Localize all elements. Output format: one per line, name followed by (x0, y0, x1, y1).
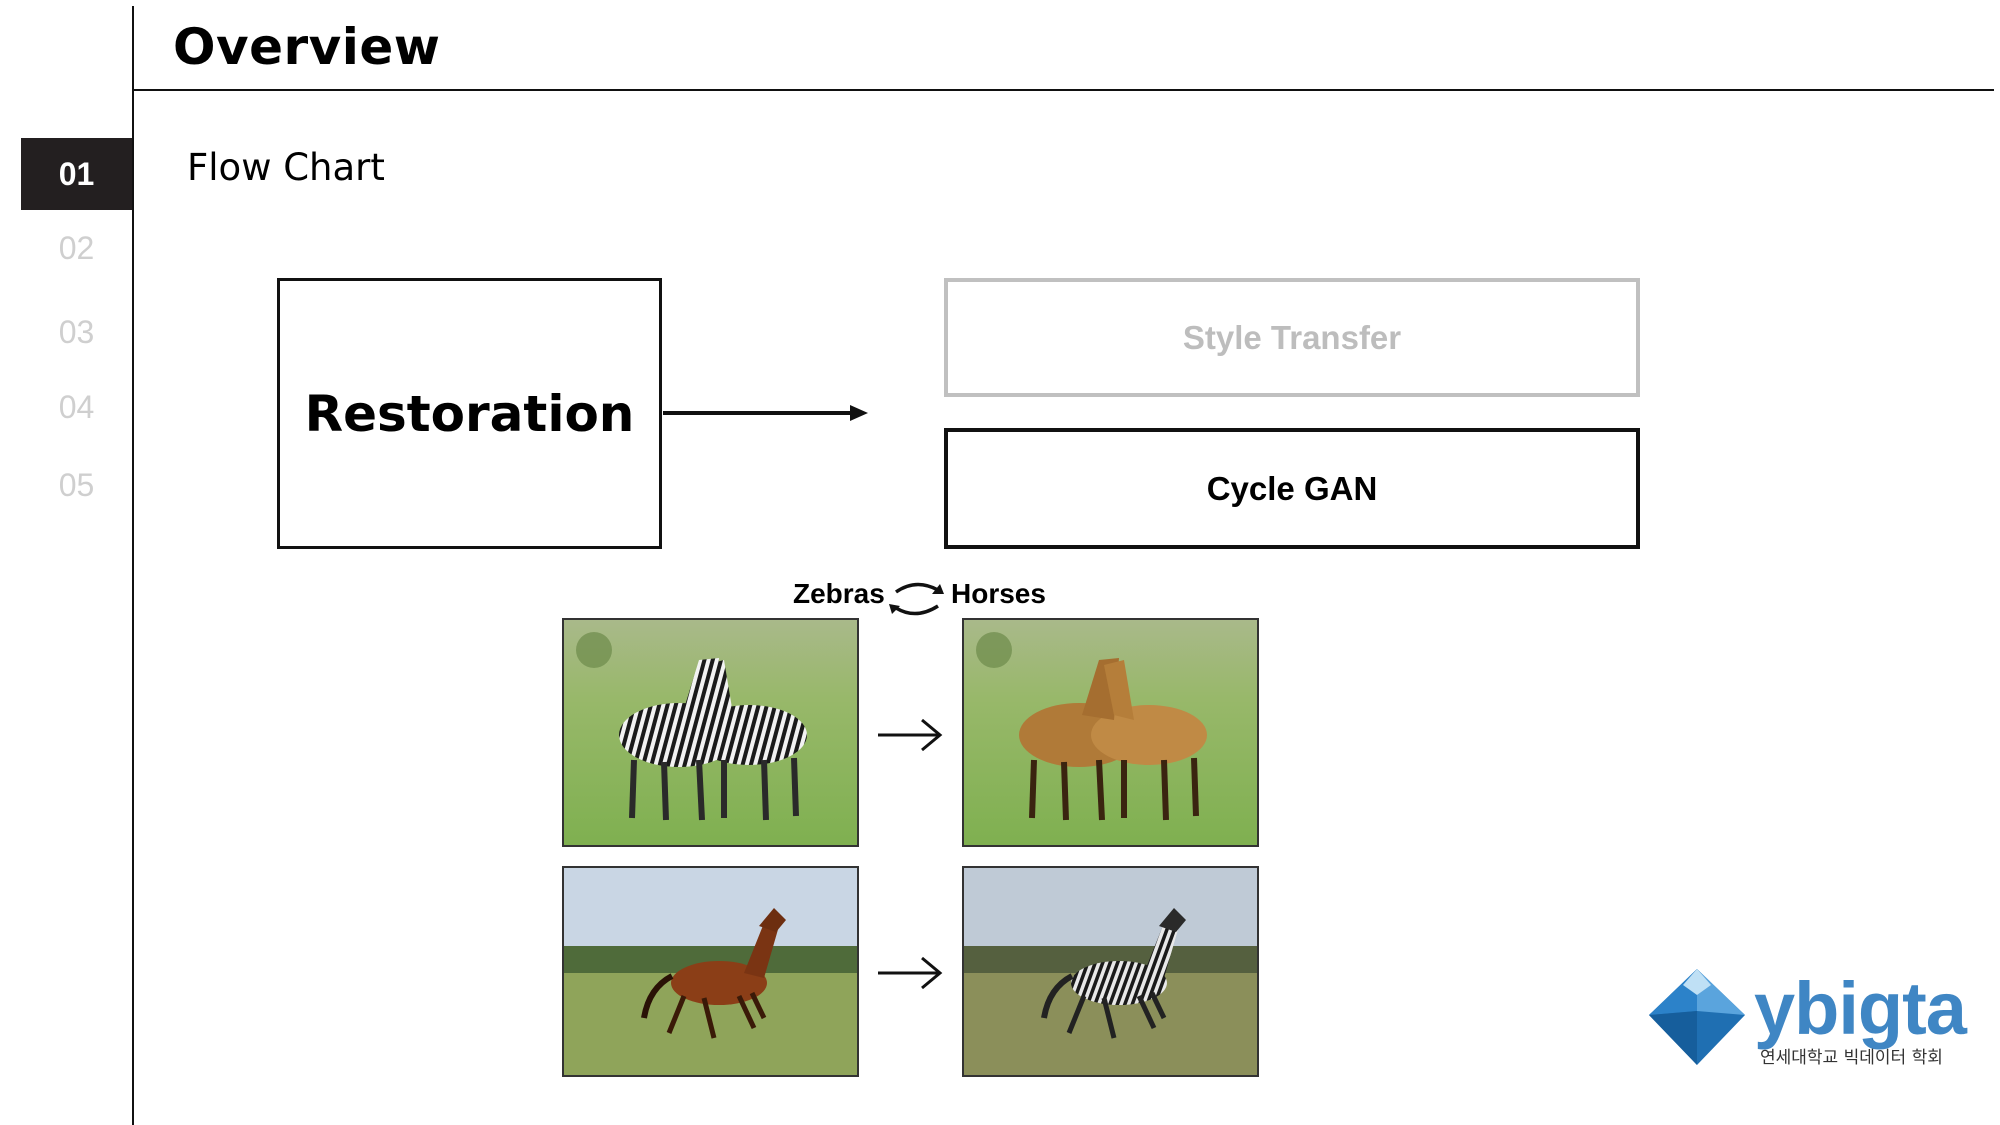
cycle-icon (889, 582, 944, 616)
sidebar-divider (132, 6, 134, 1125)
nav-item-04[interactable]: 04 (58, 389, 95, 425)
ybigta-logo-icon (1649, 969, 1745, 1065)
zebras-to-horses-result-image (962, 618, 1259, 847)
ybigta-logo-subtitle: 연세대학교 빅데이터 학회 (1760, 1048, 1943, 1068)
flow-arrow (663, 405, 868, 421)
nav-item-01[interactable]: 01 (21, 138, 132, 210)
horse-to-zebra-result-image (962, 866, 1259, 1077)
cycle-gan-label: Cycle GAN (1206, 469, 1378, 507)
nav-item-03[interactable]: 03 (58, 314, 95, 350)
style-transfer-box: Style Transfer (944, 278, 1640, 397)
cycle-gan-box: Cycle GAN (944, 428, 1640, 549)
ybigta-logo-text: ybigta (1754, 967, 1967, 1050)
horses-label: Horses (951, 578, 1046, 609)
nav-item-05[interactable]: 05 (58, 467, 95, 503)
zebras-original-image (562, 618, 859, 847)
nav-item-02[interactable]: 02 (58, 230, 95, 266)
transform-arrow-bottom (878, 956, 943, 990)
restoration-label: Restoration (304, 384, 635, 443)
restoration-box: Restoration (277, 278, 662, 549)
section-subtitle: Flow Chart (187, 146, 385, 189)
transform-arrow-top (878, 718, 943, 752)
zebras-label: Zebras (793, 578, 885, 609)
header-rule (134, 89, 1994, 91)
style-transfer-label: Style Transfer (1182, 318, 1402, 356)
horse-original-image (562, 866, 859, 1077)
page-title: Overview (173, 18, 441, 76)
